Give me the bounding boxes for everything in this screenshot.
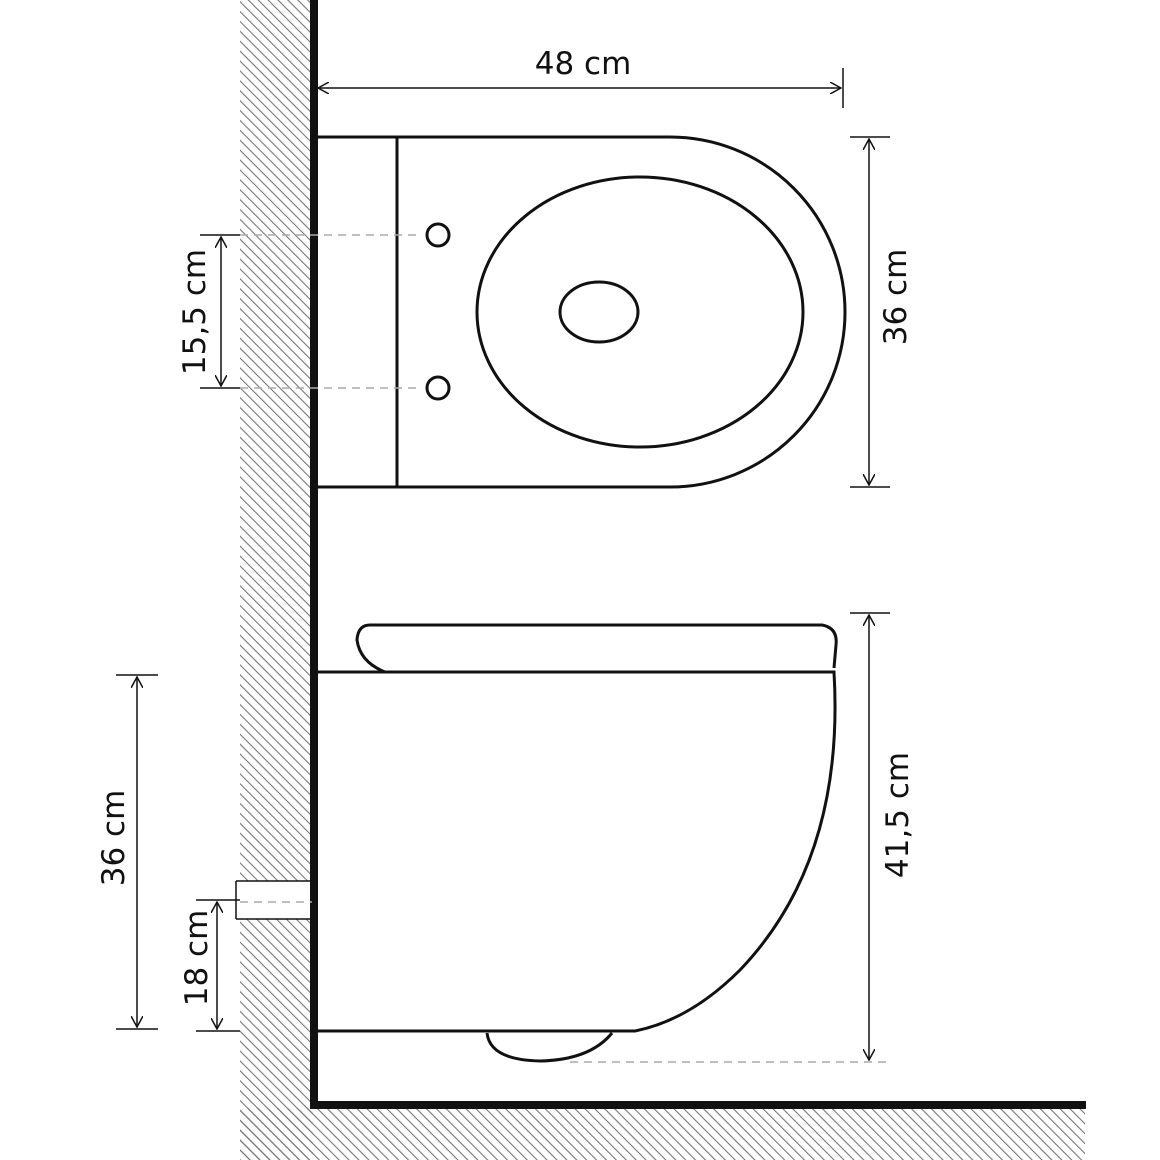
width-label: 48 cm — [535, 46, 632, 82]
wall-floor-line — [310, 0, 1086, 1109]
toilet-side-view — [235, 623, 888, 1063]
mount-height-label: 36 cm — [96, 790, 132, 887]
pipe-height-label: 18 cm — [179, 910, 215, 1007]
dimension-lines — [116, 68, 890, 1060]
depth-label: 36 cm — [878, 249, 914, 346]
wall-hatching — [236, 0, 1085, 1160]
toilet-top-view — [240, 135, 847, 489]
bolt-hole — [425, 375, 451, 401]
bolt-spacing-label: 15,5 cm — [177, 249, 213, 375]
bolt-hole — [425, 222, 451, 248]
total-height-label: 41,5 cm — [880, 752, 916, 878]
